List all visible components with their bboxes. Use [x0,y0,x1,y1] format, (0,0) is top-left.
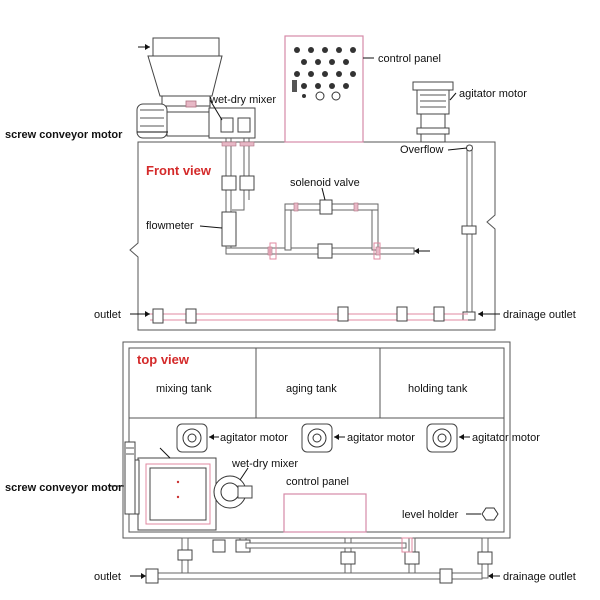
top-agitator-motor-label-1: agitator motor [220,432,288,444]
top-control-panel-label: control panel [286,476,349,488]
wet-dry-mixer-icon [185,100,256,139]
motor-icon [412,81,454,143]
level-holder-label: level holder [402,509,459,521]
mixer-pipes [221,138,255,252]
front-view-title: Front view [146,163,212,178]
top-bottom-piping [130,537,500,584]
overflow-label: Overflow [400,144,443,156]
front-control-panel [284,35,364,143]
front-view: Front view control panel agitator motor … [5,35,576,331]
top-wet-dry-mixer-icon [213,467,253,509]
front-screw-conveyor-motor-label: screw conveyor motor [5,129,123,141]
top-agitator-motor-1 [176,423,208,453]
front-agitator-motor-label: agitator motor [459,88,527,100]
valve-icon [319,199,333,215]
front-bottom-valves [152,306,445,324]
front-control-panel-label: control panel [378,53,441,65]
solenoid-valve-label: solenoid valve [290,177,360,189]
front-tank-outline [129,141,496,331]
level-holder-icon [481,507,499,521]
top-agitator-motor-label-3: agitator motor [472,432,540,444]
top-agitator-motor-2 [301,423,333,453]
tank-label-mixing: mixing tank [156,383,212,395]
overflow-pipe [461,144,477,321]
hopper-icon [147,37,223,117]
top-agitator-motor-label-2: agitator motor [347,432,415,444]
top-screw-conveyor-motor-label: screw conveyor motor [5,482,123,494]
flowmeter-label: flowmeter [146,220,194,232]
top-hopper-icon [137,447,217,531]
top-view: top view mixing tank aging tank holding … [5,341,576,584]
front-drainage-outlet-label: drainage outlet [503,309,576,321]
top-agitator-motor-3 [426,423,458,453]
flowmeter-icon [221,211,237,247]
screw-conveyor-motor-icon [136,103,210,139]
top-outer-frame [122,341,511,539]
solenoid-valve-loop [225,199,430,260]
top-outlet-label: outlet [94,571,121,583]
top-drainage-outlet-label: drainage outlet [503,571,576,583]
top-control-panel [283,493,367,533]
tank-label-holding: holding tank [408,383,468,395]
front-outlet-label: outlet [94,309,121,321]
front-wet-dry-mixer-label: wet-dry mixer [209,94,276,106]
top-wet-dry-mixer-label: wet-dry mixer [231,458,298,470]
top-screw-conveyor-icon [124,441,140,515]
top-view-title: top view [137,352,190,367]
front-outlet-line [130,306,500,324]
front-leaders [137,44,468,229]
tank-label-aging: aging tank [286,383,337,395]
